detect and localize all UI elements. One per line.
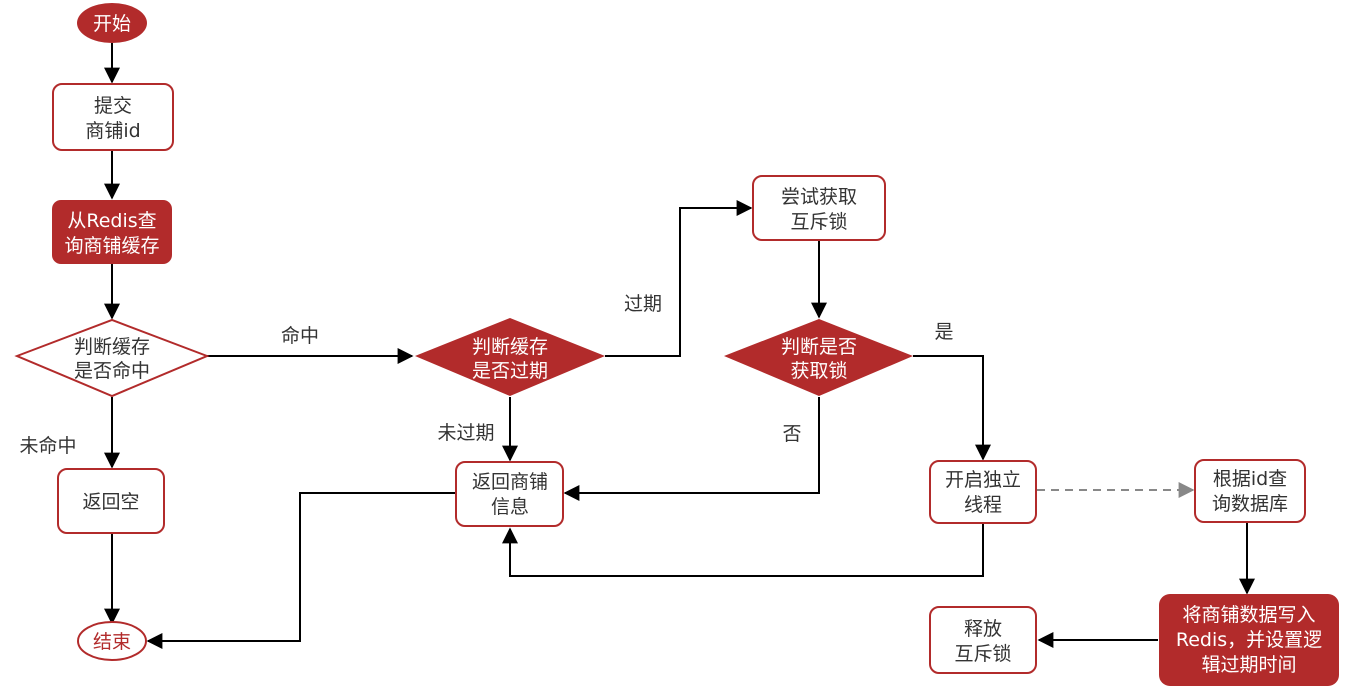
edge-label-not-expired: 未过期 bbox=[437, 422, 494, 444]
trylock-label-1: 尝试获取 bbox=[781, 186, 857, 208]
hit-label-1: 判断缓存 bbox=[74, 336, 150, 358]
cache-expired-decision bbox=[415, 318, 605, 396]
edge-label-no: 否 bbox=[782, 423, 801, 445]
gotlock-label-1: 判断是否 bbox=[781, 336, 857, 358]
cache-hit-decision bbox=[14, 318, 210, 398]
end-terminal bbox=[77, 621, 147, 661]
write-redis-box bbox=[1159, 594, 1339, 686]
thread-label-1: 开启独立 bbox=[945, 469, 1021, 491]
edge-label-hit: 命中 bbox=[281, 325, 319, 347]
thread-label-2: 线程 bbox=[964, 494, 1002, 516]
expired-label-1: 判断缓存 bbox=[472, 336, 548, 358]
edge-no-return bbox=[563, 397, 820, 501]
release-label-2: 互斥锁 bbox=[954, 643, 1011, 665]
submit-label-1: 提交 bbox=[94, 95, 132, 117]
edge-yes-thread bbox=[913, 355, 991, 461]
edge-label-miss: 未命中 bbox=[19, 435, 76, 457]
release-label-1: 释放 bbox=[964, 618, 1002, 640]
return-info-label-2: 信息 bbox=[491, 496, 529, 518]
return-empty-box bbox=[57, 468, 165, 534]
return-info-label-1: 返回商铺 bbox=[472, 471, 548, 493]
hit-label-2: 是否命中 bbox=[74, 360, 150, 382]
write-label-1: 将商铺数据写入 bbox=[1182, 604, 1315, 626]
edge-return-end bbox=[146, 492, 455, 649]
try-lock-box bbox=[752, 175, 886, 241]
trylock-label-2: 互斥锁 bbox=[790, 211, 847, 233]
query-label-2: 询商铺缓存 bbox=[64, 235, 159, 257]
write-label-3: 辑过期时间 bbox=[1201, 654, 1296, 676]
gotlock-label-2: 获取锁 bbox=[790, 360, 847, 382]
edge-label-yes: 是 bbox=[934, 321, 953, 343]
return-empty-label: 返回空 bbox=[82, 491, 139, 513]
query-db-box bbox=[1194, 459, 1306, 523]
expired-label-2: 是否过期 bbox=[472, 360, 548, 382]
start-terminal bbox=[77, 3, 147, 43]
submit-id-box bbox=[52, 83, 174, 151]
db-label-1: 根据id查 bbox=[1213, 468, 1287, 490]
submit-label-2: 商铺id bbox=[85, 120, 140, 142]
return-info-box bbox=[455, 461, 564, 527]
write-label-2: Redis，并设置逻 bbox=[1176, 629, 1322, 651]
query-redis-box bbox=[52, 200, 172, 264]
edge-label-expired: 过期 bbox=[624, 293, 662, 315]
edge-thread-return bbox=[502, 524, 984, 577]
query-label-1: 从Redis查 bbox=[67, 210, 156, 232]
edge-expired-trylock bbox=[605, 200, 753, 357]
start-label: 开始 bbox=[93, 13, 131, 35]
open-thread-box bbox=[929, 460, 1037, 524]
end-label: 结束 bbox=[93, 631, 131, 653]
connectors bbox=[104, 43, 1255, 649]
db-label-2: 询数据库 bbox=[1212, 493, 1288, 515]
release-lock-box bbox=[929, 606, 1037, 674]
got-lock-decision bbox=[724, 319, 913, 396]
